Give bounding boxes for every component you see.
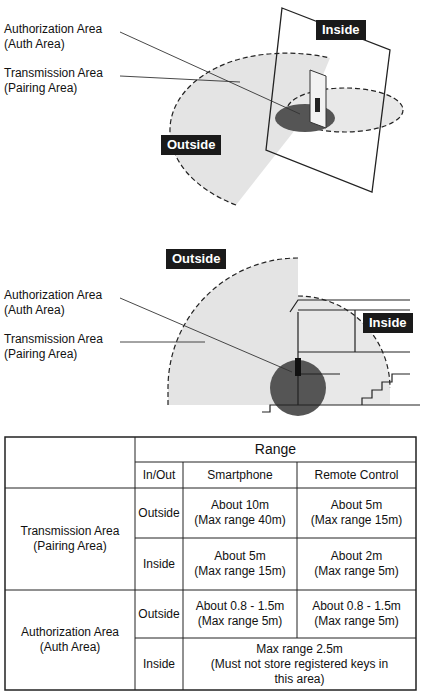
- table-cell: About 10m (Max range 40m): [183, 498, 297, 528]
- text-line: Authorization Area: [4, 22, 134, 37]
- table-cell: About 0.8 - 1.5m (Max range 5m): [297, 599, 416, 629]
- table-cell: Inside: [135, 657, 183, 672]
- text-line: Outside: [135, 607, 183, 622]
- text-line: (Max range 5m): [297, 564, 416, 579]
- table-grid: [5, 437, 416, 690]
- table-header: Smartphone: [183, 468, 297, 483]
- table-cell: About 5m (Max range 15m): [297, 498, 416, 528]
- area-tag: Outside: [161, 135, 221, 155]
- text-line: Outside: [135, 506, 183, 521]
- text-line: About 5m: [297, 498, 416, 513]
- area-label: Authorization Area (Auth Area): [4, 22, 134, 52]
- area-label: Transmission Area (Pairing Area): [4, 66, 134, 96]
- text-line: (Max range 5m): [297, 614, 416, 629]
- leader-line: [120, 76, 240, 82]
- text-line: (Max range 15m): [297, 513, 416, 528]
- tag-text: Outside: [172, 251, 220, 267]
- text-line: In/Out: [135, 468, 183, 483]
- text-line: Transmission Area: [4, 332, 134, 347]
- text-line: About 0.8 - 1.5m: [297, 599, 416, 614]
- text-line: (Auth Area): [5, 640, 135, 655]
- leader-line: [120, 32, 300, 114]
- text-line: (Auth Area): [4, 303, 134, 318]
- text-line: Transmission Area: [5, 524, 135, 539]
- tag-text: Inside: [369, 315, 407, 331]
- text-line: Max range 2.5m: [205, 642, 394, 657]
- leader-line: [120, 342, 205, 343]
- tag-text: Outside: [167, 137, 215, 153]
- area-label: Transmission Area (Pairing Area): [4, 332, 134, 362]
- text-line: Inside: [135, 557, 183, 572]
- text-line: (Must not store registered keys in this …: [205, 657, 394, 687]
- text-line: About 2m: [297, 549, 416, 564]
- table-cell: About 2m (Max range 5m): [297, 549, 416, 579]
- text-line: Range: [135, 441, 416, 459]
- text-line: Smartphone: [183, 468, 297, 483]
- lock-device: [295, 358, 301, 376]
- text-line: (Pairing Area): [5, 539, 135, 554]
- table-cell: Outside: [135, 607, 183, 622]
- text-line: About 10m: [183, 498, 297, 513]
- table-cell: Max range 2.5m (Must not store registere…: [183, 642, 416, 687]
- table-header: Remote Control: [297, 468, 416, 483]
- table-cell: Outside: [135, 506, 183, 521]
- door-reader: [310, 70, 326, 128]
- table-cell: Inside: [135, 557, 183, 572]
- text-line: Remote Control: [297, 468, 416, 483]
- text-line: (Pairing Area): [4, 81, 134, 96]
- tag-text: Inside: [322, 22, 360, 38]
- area-label: Authorization Area (Auth Area): [4, 288, 134, 318]
- text-line: (Max range 5m): [183, 614, 297, 629]
- table-row-header: Authorization Area (Auth Area): [5, 625, 135, 655]
- area-tag: Inside: [363, 313, 413, 333]
- table-header: Range: [135, 441, 416, 459]
- side-figure: [120, 258, 420, 416]
- table-row-header: Transmission Area (Pairing Area): [5, 524, 135, 554]
- lock-device: [315, 98, 320, 112]
- area-tag: Outside: [166, 249, 226, 269]
- building-outline: [262, 300, 420, 412]
- text-line: (Max range 40m): [183, 513, 297, 528]
- leader-line: [120, 298, 292, 372]
- text-line: (Pairing Area): [4, 347, 134, 362]
- text-line: (Max range 15m): [183, 564, 297, 579]
- text-line: About 0.8 - 1.5m: [183, 599, 297, 614]
- top-figure: [120, 8, 403, 205]
- text-line: Transmission Area: [4, 66, 134, 81]
- area-tag: Inside: [316, 20, 366, 40]
- text-line: About 5m: [183, 549, 297, 564]
- wall: [266, 8, 390, 192]
- text-line: (Auth Area): [4, 37, 134, 52]
- text-line: Inside: [135, 657, 183, 672]
- table-cell: About 5m (Max range 15m): [183, 549, 297, 579]
- text-line: Authorization Area: [4, 288, 134, 303]
- table-cell: About 0.8 - 1.5m (Max range 5m): [183, 599, 297, 629]
- text-line: Authorization Area: [5, 625, 135, 640]
- table-header: In/Out: [135, 468, 183, 483]
